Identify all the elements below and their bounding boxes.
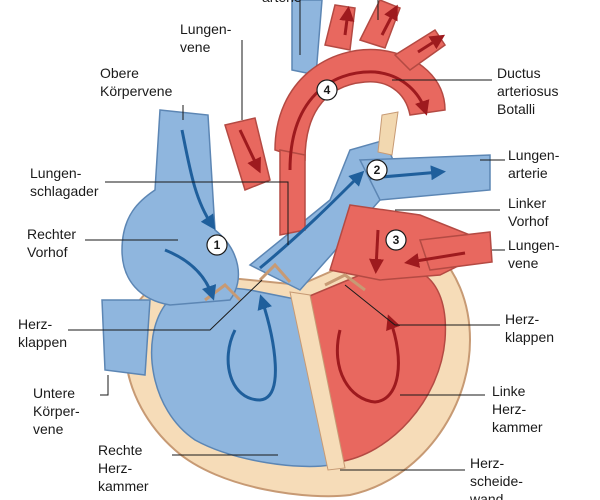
svg-text:2: 2 <box>374 163 381 177</box>
labels: arterie Lungen- vene Obere Körpervene Lu… <box>18 0 563 500</box>
aorta-branch-2 <box>358 0 401 49</box>
label-rechter-vorhof: Rechter Vorhof <box>27 226 80 260</box>
marker-2: 2 <box>366 159 388 181</box>
inferior-vena-cava <box>101 299 151 376</box>
label-herzklappen-right: Herz- klappen <box>505 311 554 345</box>
leader-herzklappen-right <box>344 284 500 326</box>
label-ductus-arteriosus: Ductus arteriosus Botalli <box>497 65 562 117</box>
pulmonary-artery <box>358 154 491 201</box>
svg-text:1: 1 <box>214 238 221 252</box>
leader-lines <box>68 0 505 471</box>
arrow-pv-right-in <box>404 251 466 268</box>
label-obere-koerpervene: Obere Körpervene <box>100 65 173 99</box>
label-lungenschlagader: Lungen- schlagader <box>30 165 99 199</box>
arrow-rv-loop <box>226 294 277 402</box>
arrow-lv-loop <box>335 314 401 404</box>
aorta-branch-1 <box>324 4 356 51</box>
label-lungenvene-top: Lungen- vene <box>180 21 235 55</box>
arrow-branch-1 <box>339 6 355 36</box>
arrow-la-down <box>368 229 384 274</box>
leader-lungenschlagader <box>105 181 289 245</box>
svg-text:3: 3 <box>393 233 400 247</box>
label-lungenarterie: Lungen- arterie <box>508 147 563 181</box>
marker-3: 3 <box>385 229 407 251</box>
left-side-vessels <box>224 0 493 281</box>
label-linker-vorhof: Linker Vorhof <box>508 195 550 229</box>
leader-untere-koerpervene <box>100 375 109 396</box>
marker-4: 4 <box>316 79 338 101</box>
valve-center <box>258 262 292 283</box>
label-untere-koerpervene: Untere Körper- vene <box>33 385 84 437</box>
number-markers: 1 2 3 4 <box>206 79 407 256</box>
leader-herzklappen-left <box>68 279 263 331</box>
arrow-pv-top-down <box>238 129 261 174</box>
ductus-arteriosus <box>377 111 399 156</box>
label-herzscheidewand: Herz- scheide- wand <box>469 455 527 500</box>
arrow-ra-to-rv <box>164 248 217 301</box>
arrow-svc-down <box>180 129 216 230</box>
arrow-aortic-arch <box>288 70 430 171</box>
arrow-branch-2 <box>380 4 398 36</box>
pulmonary-vein-left <box>224 117 271 191</box>
label-herzklappen-left: Herz- klappen <box>18 316 67 350</box>
left-ventricle <box>299 271 447 463</box>
arrow-branch-3 <box>417 34 446 54</box>
label-lungenvene-right: Lungen- vene <box>508 237 563 271</box>
valve-right <box>324 273 366 292</box>
label-rechte-herzkammer: Rechte Herz- kammer <box>98 442 149 494</box>
superior-vena-cava <box>121 109 240 306</box>
arrow-pulmonary-trunk <box>259 170 365 270</box>
ascending-aorta <box>279 149 306 236</box>
svg-text:4: 4 <box>324 83 331 97</box>
label-arterie-top: arterie <box>262 0 302 5</box>
flow-arrows <box>164 4 466 404</box>
marker-1: 1 <box>206 234 228 256</box>
label-linke-herzkammer: Linke Herz- kammer <box>492 383 543 435</box>
top-blue-vessel <box>291 0 323 76</box>
heart-septum <box>289 291 346 471</box>
